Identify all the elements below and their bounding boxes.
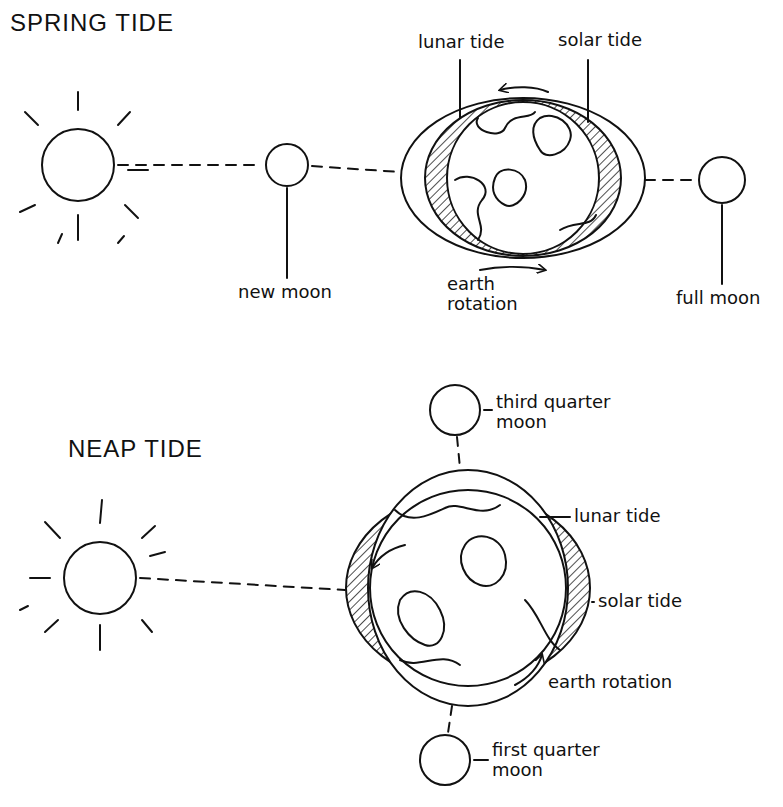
moon-label: new moon (238, 282, 332, 302)
tide-label: solar tide (558, 30, 642, 50)
tide-label: lunar tide (418, 32, 505, 52)
moon-label: third quarter moon (496, 392, 636, 432)
section-title: SPRING TIDE (10, 10, 174, 36)
rotation-label: earth rotation (548, 672, 672, 692)
tide-label: solar tide (598, 591, 682, 611)
moon-label: full moon (676, 288, 760, 308)
moon-label: first quarter moon (492, 740, 632, 780)
tide-label: lunar tide (574, 506, 661, 526)
rotation-label: earth rotation (447, 274, 527, 314)
section-title: NEAP TIDE (68, 436, 203, 462)
